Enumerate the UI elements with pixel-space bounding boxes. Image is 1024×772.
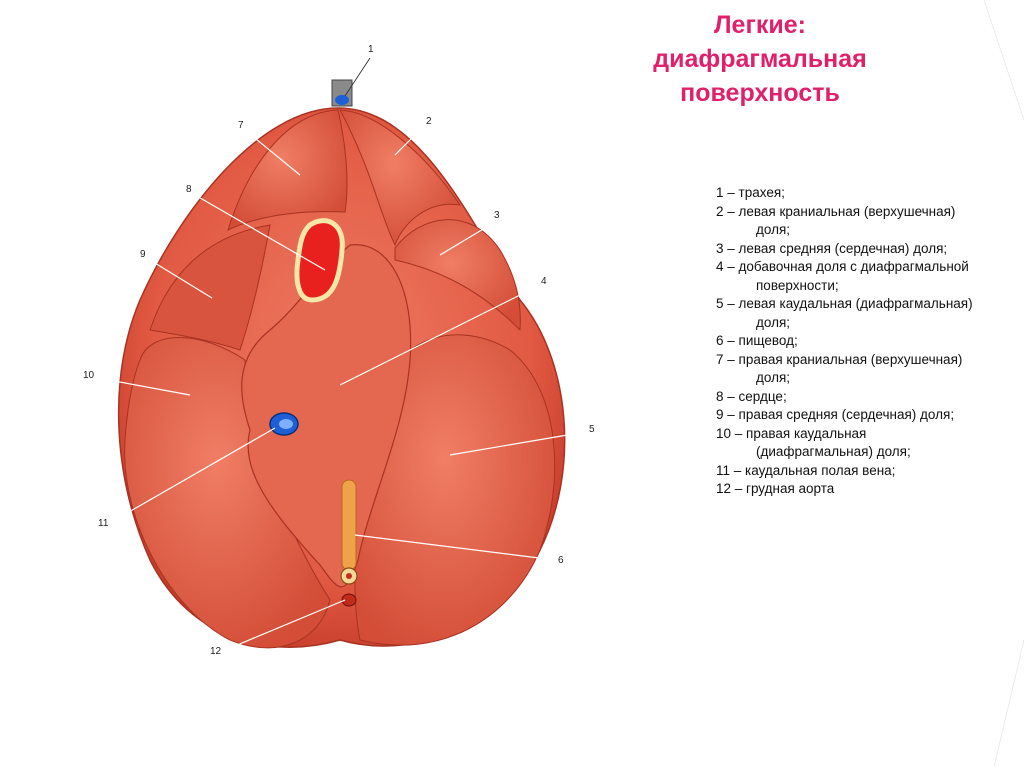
slide-edge-decoration bbox=[983, 0, 1024, 768]
callout-8: 8 bbox=[186, 184, 192, 195]
lobe-right-cranial bbox=[227, 109, 348, 231]
legend-item: 10 – правая каудальная (диафрагмальная) … bbox=[716, 425, 911, 460]
leader-10 bbox=[97, 377, 191, 396]
thoracic-aorta bbox=[341, 593, 357, 607]
lobe-left-middle bbox=[394, 219, 521, 332]
callout-9: 9 bbox=[140, 249, 146, 260]
legend-item: 11 – каудальная полая вена; bbox=[716, 462, 896, 478]
leader-1 bbox=[344, 57, 371, 97]
callout-12: 12 bbox=[210, 646, 222, 657]
leader-7 bbox=[244, 129, 301, 176]
esophagus bbox=[341, 479, 357, 571]
heart bbox=[294, 218, 345, 303]
title-line-1: Легкие: bbox=[714, 11, 806, 39]
title-line-2: диафрагмальная bbox=[653, 45, 867, 73]
lobe-right-caudal bbox=[124, 337, 331, 649]
legend-item: 8 – сердце; bbox=[716, 388, 787, 404]
callout-1: 1 bbox=[368, 44, 374, 55]
lungs-illustration: 1 2 3 4 5 6 7 8 9 10 11 12 bbox=[83, 44, 595, 657]
legend-item: 9 – правая средняя (сердечная) доля; bbox=[716, 407, 955, 422]
callout-4: 4 bbox=[541, 276, 547, 287]
legend-item: 1 – трахея; bbox=[716, 185, 785, 200]
legend-item: 5 – левая каудальная (диафрагмальная) до… bbox=[716, 296, 973, 330]
legend-item: 6 – пищевод; bbox=[716, 333, 798, 348]
leader-2 bbox=[394, 124, 426, 156]
callout-11: 11 bbox=[98, 518, 109, 529]
lobe-right-middle bbox=[149, 224, 271, 351]
legend-item: 3 – левая средняя (сердечная) доля; bbox=[716, 240, 948, 256]
leader-11 bbox=[114, 427, 276, 521]
leader-4 bbox=[339, 284, 541, 386]
legend-item: 12 – грудная аорта bbox=[716, 481, 835, 496]
leader-12 bbox=[229, 599, 346, 649]
legend-item: 7 – правая краниальная (верхушечная) дол… bbox=[716, 351, 963, 386]
leader-9 bbox=[149, 259, 213, 299]
callout-2: 2 bbox=[426, 116, 432, 127]
callout-5: 5 bbox=[589, 424, 595, 435]
callout-6: 6 bbox=[558, 555, 564, 566]
callout-7: 7 bbox=[238, 120, 244, 131]
title-line-3: поверхность bbox=[680, 79, 840, 107]
lobe-accessory bbox=[241, 244, 412, 588]
slide-title: Легкие: диафрагмальная поверхность bbox=[600, 8, 920, 110]
leader-3 bbox=[439, 221, 496, 256]
callout-3: 3 bbox=[494, 210, 500, 221]
legend-item: 4 – добавочная доля с диафрагмальной пов… bbox=[716, 259, 969, 293]
lobe-left-cranial bbox=[339, 109, 462, 247]
callout-10: 10 bbox=[83, 370, 95, 381]
leader-6 bbox=[354, 534, 556, 561]
legend-list: 1 – трахея; 2 – левая краниальная (верху… bbox=[716, 184, 986, 499]
legend-item: 2 – левая краниальная (верхушечная) доля… bbox=[716, 203, 956, 238]
trachea-opening bbox=[335, 95, 349, 105]
leader-8 bbox=[194, 194, 326, 271]
leader-5 bbox=[449, 431, 586, 456]
